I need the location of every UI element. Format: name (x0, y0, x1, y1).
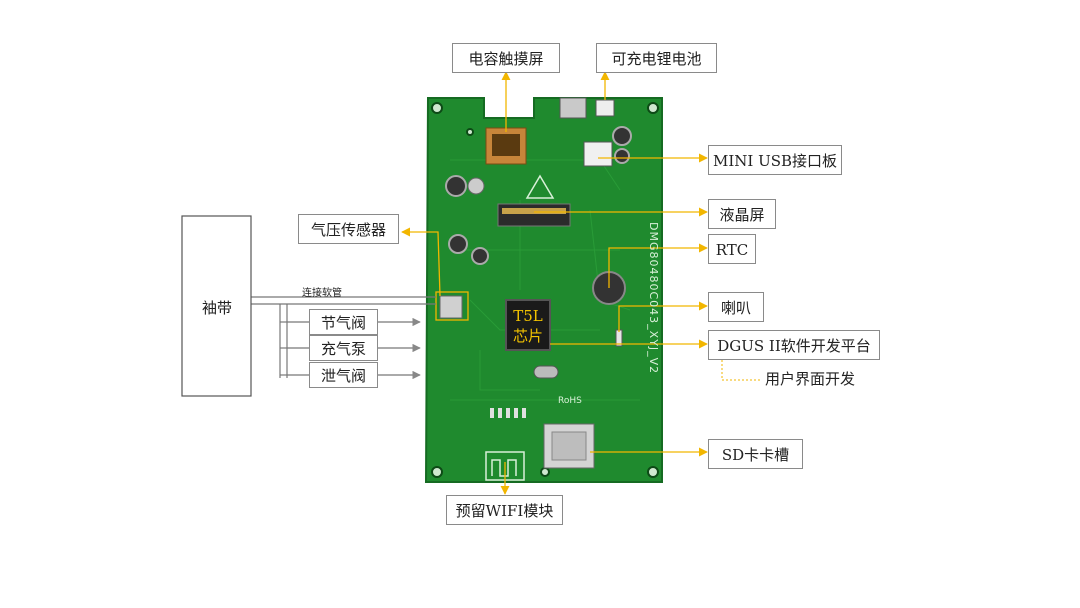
rohs-mark: RoHS (558, 396, 582, 406)
label-touch-screen: 电容触摸屏 (452, 43, 560, 73)
label-speaker: 喇叭 (708, 292, 764, 322)
label-pump: 充气泵 (309, 335, 378, 361)
label-mini-usb: MINI USB接口板 (708, 145, 842, 175)
label-lcd: 液晶屏 (708, 199, 776, 229)
label-rtc: RTC (708, 234, 756, 264)
label-sd-slot: SD卡卡槽 (708, 439, 803, 469)
label-dgus: DGUS II软件开发平台 (708, 330, 880, 360)
chip-label-core: 芯片 (512, 327, 543, 345)
label-cuff: 袖带 (202, 299, 233, 317)
label-throttle-valve: 节气阀 (309, 309, 378, 335)
chip-label-t5l: T5L (513, 307, 543, 325)
label-wifi: 预留WIFI模块 (446, 495, 563, 525)
board-silkscreen: DMG80480C043_XYJ_V2 (647, 222, 660, 375)
hose-lines (251, 296, 436, 380)
mounting-holes (431, 102, 659, 478)
label-release-valve: 泄气阀 (309, 362, 378, 388)
label-hose: 连接软管 (302, 288, 342, 299)
annotation-arrows (401, 71, 708, 495)
pcb-board (424, 97, 663, 483)
label-ui-dev: 用户界面开发 (765, 370, 856, 388)
label-battery: 可充电锂电池 (596, 43, 717, 73)
cuff-box (181, 215, 252, 397)
label-pressure-sensor: 气压传感器 (298, 214, 399, 244)
t5l-chip (505, 299, 551, 351)
